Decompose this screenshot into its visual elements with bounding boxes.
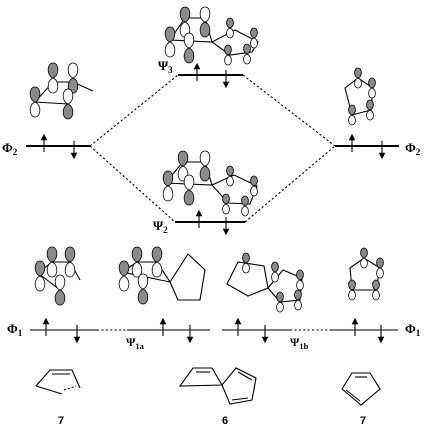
phi2-right-label: Φ2	[405, 140, 421, 157]
structure-center-6	[178, 367, 257, 405]
phi1-right-label: Φ1	[405, 321, 421, 338]
psi1a-label: Ψ1a	[126, 335, 145, 351]
structure-left-7	[35, 369, 81, 395]
phi2-left-label: Φ2	[2, 140, 18, 157]
psi1a-orbital	[118, 246, 206, 305]
structure-right-7	[341, 372, 381, 406]
phi2-right-orbital	[344, 67, 376, 126]
phi2-left-orbital	[29, 62, 94, 120]
compound-label-right: 7	[360, 415, 366, 427]
phi1-left-orbital	[34, 246, 81, 306]
correlation-line	[89, 74, 179, 147]
psi3-label: Ψ3	[158, 58, 173, 75]
psi1b-label: Ψ1b	[290, 335, 309, 351]
phi1-left-label: Φ1	[7, 321, 23, 338]
psi2-label: Ψ2	[153, 218, 168, 235]
psi2-orbital	[162, 150, 258, 217]
psi3-orbital	[164, 6, 259, 66]
correlation-line	[242, 74, 336, 147]
psi1b-orbital	[226, 252, 304, 313]
compound-label-center: 6	[222, 415, 228, 427]
phi1-right-orbital	[348, 247, 384, 301]
compound-label-left: 7	[58, 415, 64, 427]
correlation-line	[89, 145, 176, 223]
correlation-line	[244, 145, 336, 223]
